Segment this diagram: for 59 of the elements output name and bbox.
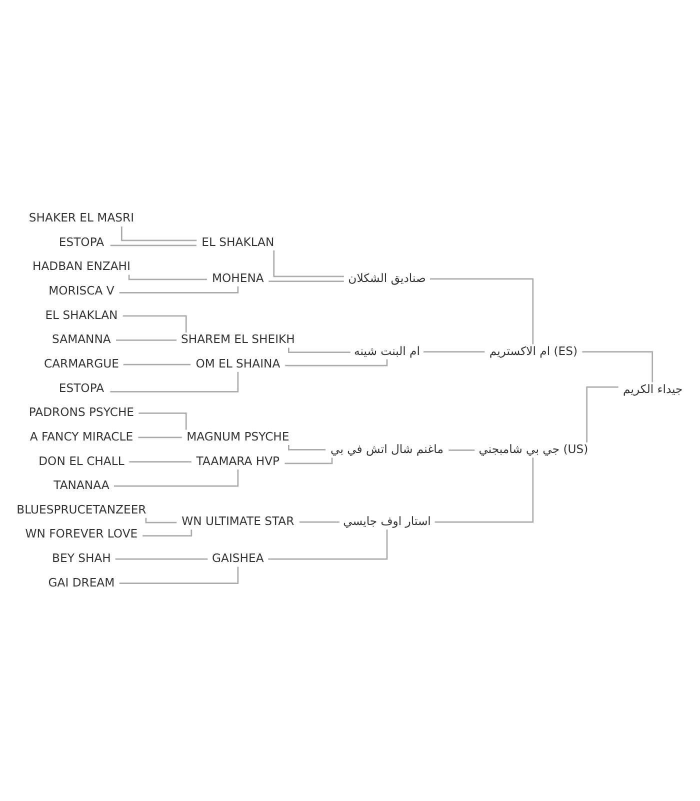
node-text: جي بي شامبجني (US): [478, 442, 588, 456]
node-text: MOHENA: [212, 270, 264, 284]
node-text: TANANAA: [54, 478, 110, 492]
node-text: ماغنم شال اتش في بي: [330, 442, 444, 456]
node-text: GAISHEA: [212, 550, 264, 565]
connector: [448, 448, 475, 450]
node-text: ESTOPA: [58, 234, 104, 248]
connector: [138, 412, 187, 430]
connector: [582, 350, 654, 382]
connector: [268, 280, 344, 282]
connector: [122, 314, 187, 332]
connector: [110, 371, 239, 392]
node-text: TAAMARA HVP: [196, 453, 280, 468]
connector: [145, 517, 177, 523]
connector: [119, 566, 239, 584]
node-text: EL SHAKLAN: [45, 307, 118, 322]
node-text: SAMANNA: [52, 332, 111, 346]
connector: [288, 347, 350, 353]
connector: [115, 558, 208, 560]
node-text: جيداء الكريم: [623, 381, 683, 396]
node-text: PADRONS PSYCHE: [28, 404, 134, 419]
node-text: MORISCA V: [48, 283, 114, 298]
node-text: ESTOPA: [58, 380, 104, 394]
connector: [142, 529, 192, 536]
node-text: DON EL CHALL: [38, 453, 124, 468]
node-text: HADBAN ENZAHI: [32, 258, 130, 273]
node-text: SHAREM EL SHEIKH: [181, 332, 295, 346]
node-text: CARMARGUE: [44, 356, 119, 370]
node-text: A FANCY MIRACLE: [30, 428, 134, 443]
connector: [284, 457, 333, 464]
node-text: صناديق الشكلان: [348, 270, 426, 284]
connector: [586, 386, 618, 442]
node-text: استار اوف جايسي: [343, 514, 431, 528]
connector: [138, 436, 182, 438]
connector: [116, 339, 177, 340]
node-text: BLUESPRUCETANZEER: [16, 502, 146, 516]
connector: [128, 274, 208, 280]
connector: [424, 350, 485, 352]
node-text: EL SHAKLAN: [202, 234, 274, 248]
connector: [114, 468, 239, 486]
connector: [123, 363, 191, 365]
node-text: BEY SHAH: [52, 550, 111, 565]
node-text: ام الاكستريم (ES): [489, 343, 578, 358]
connector: [120, 226, 197, 241]
node-text: WN ULTIMATE STAR: [182, 514, 294, 528]
node-text: GAI DREAM: [48, 574, 115, 589]
node-text: ام البنت شينه: [354, 343, 420, 358]
node-text: WN FOREVER LOVE: [25, 526, 138, 540]
connector: [434, 457, 534, 522]
node-text: MAGNUM PSYCHE: [186, 428, 290, 443]
connector: [288, 444, 326, 450]
node-text: SHAKER EL MASRI: [28, 210, 134, 224]
connector: [268, 529, 388, 560]
connector: [430, 278, 534, 344]
connector: [129, 460, 192, 462]
node-text: OM EL SHAINA: [196, 356, 280, 370]
connector: [273, 250, 344, 277]
connector: [110, 244, 196, 246]
connector: [300, 520, 340, 522]
